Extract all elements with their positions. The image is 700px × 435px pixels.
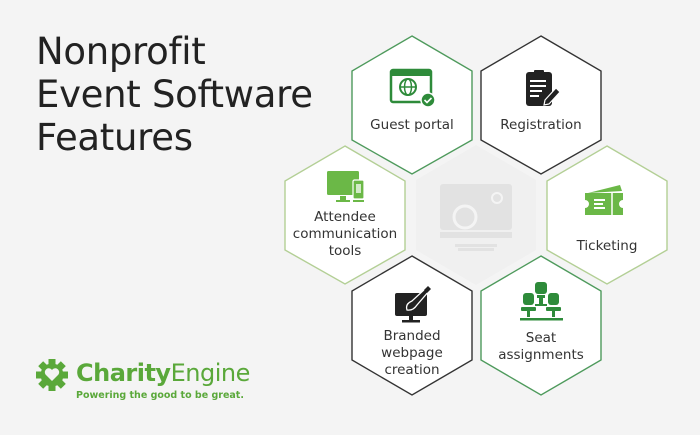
logo-name-bold: Charity [76,359,171,387]
label-line: webpage [381,345,443,361]
title-line-1: Nonprofit [36,30,206,73]
label-line: creation [384,362,440,378]
monitor-gear-icon [440,184,512,251]
charity-engine-gear-heart-icon [36,359,68,391]
logo-wordmark: CharityEngine [76,359,250,387]
feature-label-ticketing: Ticketing [576,238,638,254]
label-line: communication [292,226,398,242]
seats-icon [520,282,563,321]
logo-name-regular: Engine [170,359,251,387]
label-line: tools [328,243,362,259]
feature-label-attendee-communication: Attendee communication tools [290,209,400,260]
ticket-icon [585,185,623,215]
feature-label-guest-portal: Guest portal [370,117,454,133]
feature-label-registration: Registration [500,117,582,133]
hex-attendee-communication [284,145,406,285]
title-line-2: Event Software [36,73,313,116]
document-pen-icon [526,70,561,106]
devices-icon [327,171,365,202]
logo-tagline: Powering the good to be great. [76,390,244,401]
label-line: assignments [498,347,584,363]
monitor-brush-icon [395,286,431,323]
label-line: Branded [383,328,441,344]
label-line: Seat [525,330,557,346]
hex-seat-assignments [480,255,602,396]
feature-label-branded-webpage: Branded webpage creation [357,328,467,379]
web-portal-check-icon [389,68,436,108]
hex-guest-portal [351,35,473,175]
title-line-3: Features [36,116,193,159]
label-line: Attendee [314,209,376,225]
page-title: Nonprofit Event Software Features [36,30,313,159]
feature-label-seat-assignments: Seat assignments [486,330,596,364]
hex-branded-webpage [351,255,473,396]
